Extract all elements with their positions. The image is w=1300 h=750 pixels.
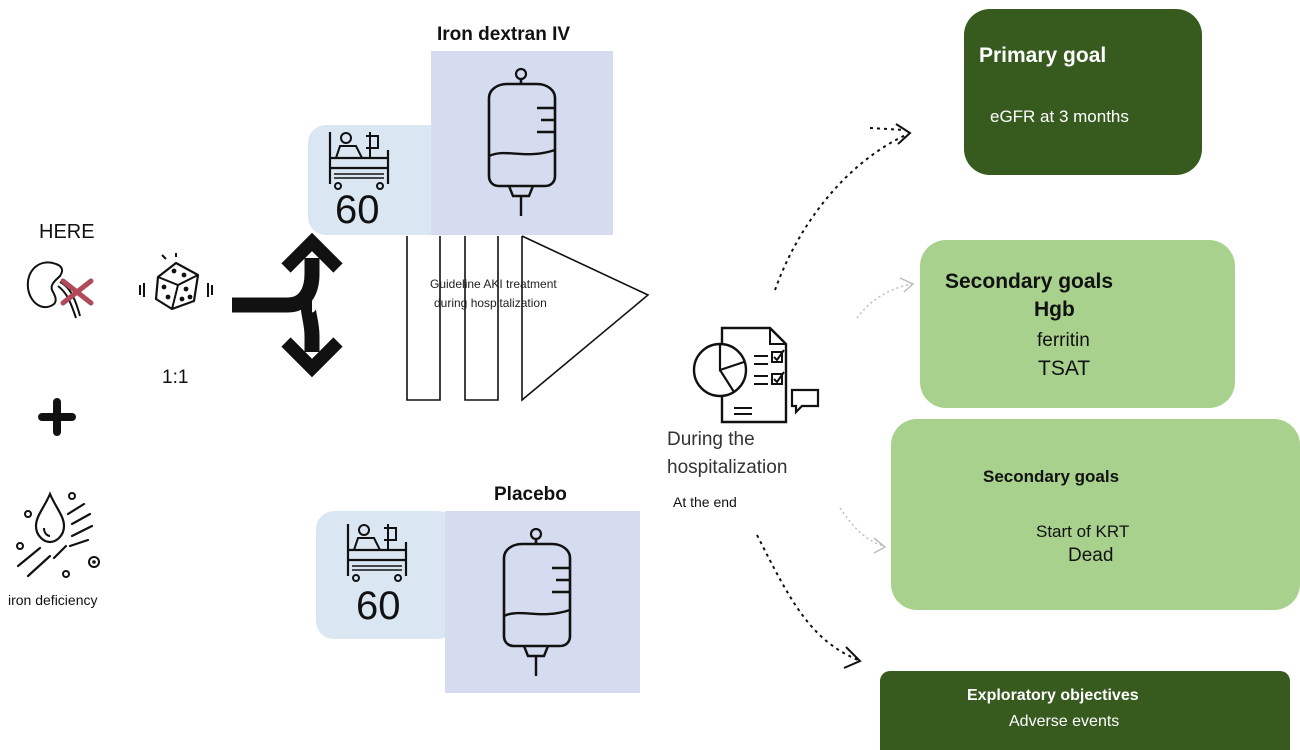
dice-icon [139,253,213,311]
plus-icon [38,398,76,436]
cross-icon [60,278,94,306]
iron-arm-title: Iron dextran IV [437,24,571,45]
secondary-goals-box-2: Secondary goals Start of KRT Dead [891,419,1300,610]
arrow-from-top [869,127,906,131]
hospital-bed-icon [346,524,408,582]
report-icon [692,326,820,424]
treatment-label-line2: during hospitalization [434,296,547,310]
secondary-goals-1-title: Secondary goals [945,270,1114,293]
arrow-to-primary [774,133,909,291]
blood-drop-hand-icon [16,491,100,578]
iron-patient-count: 60 [335,188,380,232]
primary-goal-box: Primary goal eGFR at 3 months [964,9,1202,175]
hospital-bed-icon [328,132,390,190]
here-label: HERE [39,221,95,243]
secondary-goals-2-item-dead: Dead [1068,545,1114,566]
treatment-arrow-shape [406,235,650,402]
arrow-to-secondary1 [856,283,913,319]
secondary-goals-1-item-hgb: Hgb [1034,298,1075,321]
ratio-label: 1:1 [162,367,189,388]
arrow-to-secondary2-faint [839,507,885,547]
arrow-to-secondary2 [756,534,859,661]
treatment-label-line1: Guideline AKI treatment [430,277,557,291]
during-line1: During the [667,429,755,450]
iv-bag-icon [502,527,572,676]
iron-deficiency-label: iron deficiency [8,592,98,608]
exploratory-item: Adverse events [1009,713,1120,730]
during-line2: hospitalization [667,457,788,478]
secondary-goals-1-item-tsat: TSAT [1038,357,1091,380]
secondary-goals-1-item-ferritin: ferritin [1037,330,1090,351]
placebo-bag-panel [445,511,640,693]
exploratory-title: Exploratory objectives [967,687,1139,704]
primary-goal-title: Primary goal [979,44,1107,67]
exploratory-objectives-box: Exploratory objectives Adverse events [880,671,1290,750]
placebo-arm-title: Placebo [494,484,567,505]
secondary-goals-2-item-krt: Start of KRT [1036,522,1130,541]
split-arrow-icon [232,232,343,378]
primary-goal-item: eGFR at 3 months [990,107,1129,126]
secondary-goals-2-title: Secondary goals [983,467,1120,486]
placebo-bed-panel [316,511,456,639]
secondary-goals-box-1: Secondary goals Hgb ferritin TSAT [920,240,1235,408]
at-end-label: At the end [673,494,737,510]
iv-bag-icon [487,67,557,216]
placebo-patient-count: 60 [356,584,401,628]
